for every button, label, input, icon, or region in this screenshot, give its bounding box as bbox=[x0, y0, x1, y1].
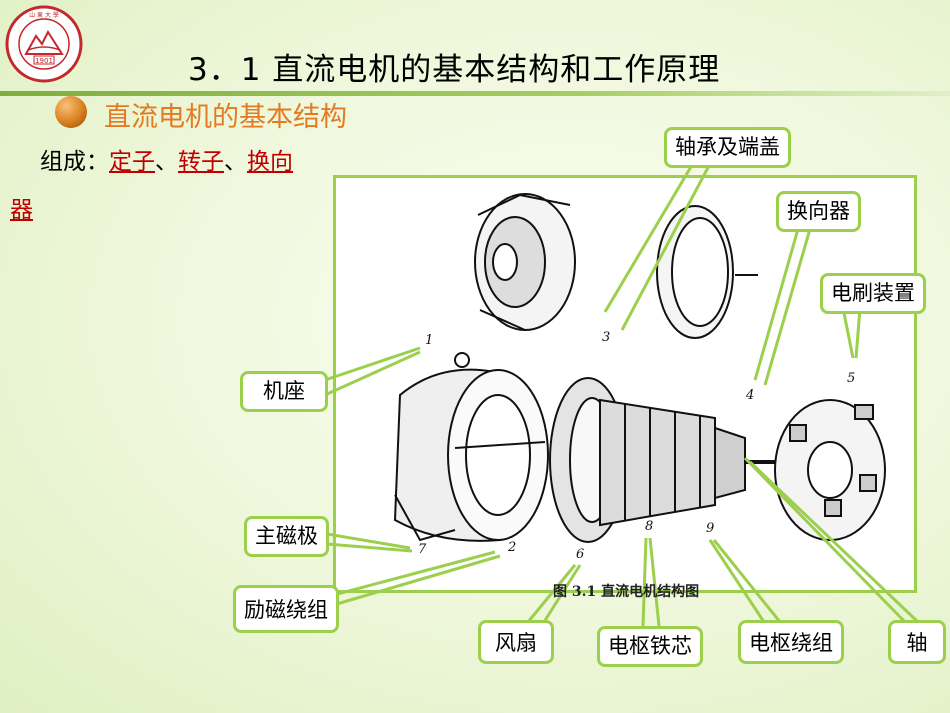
end-cover-drawing bbox=[474, 193, 576, 331]
label-armature-core: 电枢铁芯 bbox=[597, 626, 703, 667]
part-number-2: 2 bbox=[507, 540, 516, 555]
part-number-4: 4 bbox=[745, 388, 754, 403]
university-logo: 1901 山 東 大 學 bbox=[4, 4, 84, 84]
link-rotor[interactable]: 转子 bbox=[178, 149, 224, 175]
part-number-1: 1 bbox=[425, 333, 433, 348]
link-stator[interactable]: 定子 bbox=[109, 149, 155, 175]
label-shaft: 轴 bbox=[888, 620, 946, 664]
figure-caption: 图 3.1 直流电机结构图 bbox=[553, 583, 699, 600]
label-main-pole: 主磁极 bbox=[244, 516, 329, 557]
stator-frame-drawing bbox=[393, 352, 549, 542]
part-number-5: 5 bbox=[847, 371, 855, 386]
part-number-6: 6 bbox=[576, 547, 584, 562]
bearing-ring-drawing bbox=[656, 205, 758, 339]
brush-holder-drawing bbox=[774, 399, 886, 541]
composition-prefix: 组成： bbox=[40, 149, 109, 175]
bullet-icon bbox=[55, 96, 87, 128]
composition-line: 组成：定子、转子、换向 bbox=[40, 149, 293, 175]
part-number-9: 9 bbox=[706, 521, 714, 536]
part-number-3: 3 bbox=[602, 330, 610, 345]
label-field-winding: 励磁绕组 bbox=[233, 585, 339, 633]
label-armature-winding: 电枢绕组 bbox=[738, 620, 844, 664]
slide-title: 3．1 直流电机的基本结构和工作原理 bbox=[188, 52, 721, 88]
label-frame: 机座 bbox=[240, 371, 328, 412]
svg-text:山 東 大 學: 山 東 大 學 bbox=[29, 11, 59, 19]
title-underline bbox=[0, 91, 950, 96]
link-commutator[interactable]: 换向 bbox=[247, 149, 293, 175]
armature-drawing bbox=[599, 398, 775, 527]
part-number-7: 7 bbox=[418, 542, 427, 557]
link-commutator-wrap[interactable]: 器 bbox=[10, 197, 33, 223]
part-number-8: 8 bbox=[645, 519, 653, 534]
svg-text:1901: 1901 bbox=[35, 57, 53, 65]
label-commutator: 换向器 bbox=[776, 191, 861, 232]
section-heading: 直流电机的基本结构 bbox=[104, 102, 347, 133]
callout-lines bbox=[324, 159, 920, 627]
label-brush-device: 电刷装置 bbox=[820, 273, 926, 314]
label-fan: 风扇 bbox=[478, 620, 554, 664]
label-bearing-cover: 轴承及端盖 bbox=[664, 127, 791, 168]
